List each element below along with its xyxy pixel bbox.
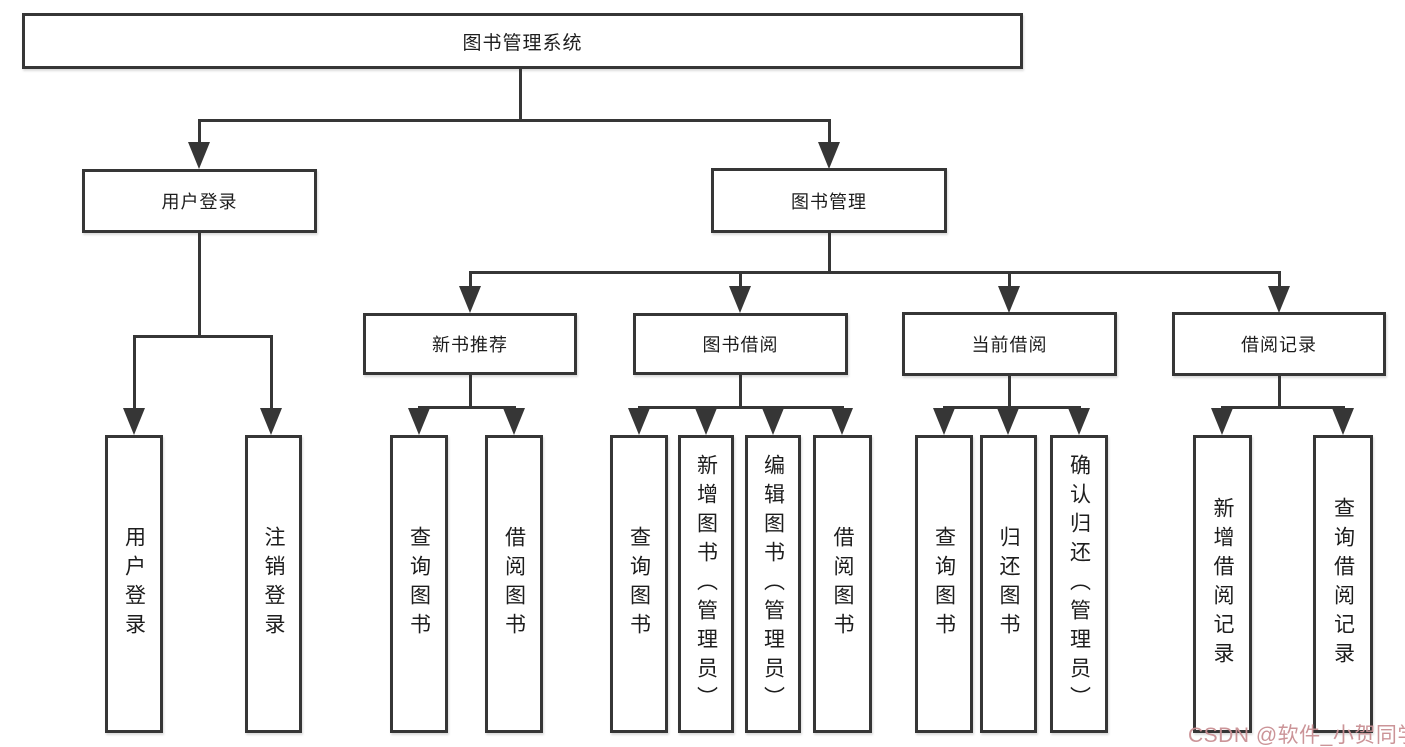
arrowhead-icon [1268, 286, 1290, 313]
node-label: 借阅记录 [1241, 335, 1317, 355]
leaf-confirm-return-admin: 确认归还（管理员） [1050, 435, 1108, 733]
arrowhead-icon [818, 142, 840, 169]
connector-line [198, 119, 201, 145]
connector-line [418, 406, 515, 409]
leaf-add-books-admin: 新增图书（管理员） [678, 435, 734, 733]
arrowhead-icon [188, 142, 210, 169]
node-label: 查询图书 [932, 526, 956, 642]
connector-line [469, 271, 472, 288]
arrowhead-icon [998, 286, 1020, 313]
leaf-return-books: 归还图书 [980, 435, 1037, 733]
node-new-book-recommendation: 新书推荐 [363, 313, 577, 375]
arrowhead-icon [1332, 408, 1354, 435]
connector-line [519, 69, 522, 120]
connector-line [1221, 406, 1344, 409]
arrowhead-icon [459, 286, 481, 313]
leaf-query-books-recommend: 查询图书 [390, 435, 448, 733]
node-root-library-system: 图书管理系统 [22, 13, 1023, 69]
arrowhead-icon [408, 408, 430, 435]
connector-line [270, 335, 273, 410]
leaf-query-books-borrowing: 查询图书 [610, 435, 668, 733]
node-label: 图书管理 [791, 191, 867, 212]
node-book-borrowing: 图书借阅 [633, 313, 848, 375]
connector-line [1008, 271, 1011, 288]
arrowhead-icon [831, 408, 853, 435]
node-book-management: 图书管理 [711, 168, 947, 233]
node-user-login: 用户登录 [82, 169, 317, 233]
node-label: 用户登录 [161, 192, 238, 212]
arrowhead-icon [1211, 408, 1233, 435]
leaf-query-books-current: 查询图书 [915, 435, 973, 733]
connector-line [469, 271, 1281, 274]
node-label: 确认归还（管理员） [1067, 453, 1091, 715]
arrowhead-icon [729, 286, 751, 313]
csdn-watermark: CSDN @软件_小贺同学 [1188, 724, 1405, 747]
arrowhead-icon [260, 408, 282, 435]
arrowhead-icon [123, 408, 145, 435]
leaf-borrow-books: 借阅图书 [813, 435, 872, 733]
connector-line [828, 119, 831, 145]
arrowhead-icon [628, 408, 650, 435]
connector-line [638, 406, 844, 409]
leaf-query-borrow-record: 查询借阅记录 [1313, 435, 1373, 733]
node-borrowing-records: 借阅记录 [1172, 312, 1386, 376]
node-label: 编辑图书（管理员） [761, 453, 785, 715]
connector-line [739, 271, 742, 288]
leaf-add-borrow-record: 新增借阅记录 [1193, 435, 1252, 733]
connector-line [1278, 376, 1281, 408]
node-label: 查询借阅记录 [1331, 497, 1355, 671]
node-label: 查询图书 [627, 526, 651, 642]
node-label: 注销登录 [262, 526, 285, 642]
connector-line [133, 335, 272, 338]
arrowhead-icon [1068, 408, 1090, 435]
arrowhead-icon [933, 408, 955, 435]
node-label: 图书借阅 [702, 335, 779, 355]
connector-line [943, 406, 1080, 409]
node-label: 借阅图书 [831, 526, 854, 642]
node-label: 新增借阅记录 [1211, 497, 1234, 671]
connector-line [828, 233, 831, 273]
arrowhead-icon [762, 408, 784, 435]
node-label: 图书管理系统 [462, 32, 583, 54]
leaf-edit-books-admin: 编辑图书（管理员） [745, 435, 801, 733]
connector-line [1008, 376, 1011, 408]
node-label: 借阅图书 [502, 526, 526, 642]
arrowhead-icon [503, 408, 525, 435]
connector-line [469, 375, 472, 408]
node-label: 查询图书 [407, 526, 431, 642]
node-label: 用户登录 [122, 526, 146, 642]
leaf-logout: 注销登录 [245, 435, 302, 733]
connector-line [133, 335, 136, 410]
node-label: 新书推荐 [432, 335, 508, 355]
connector-line [1278, 271, 1281, 288]
node-label: 归还图书 [997, 526, 1020, 642]
connector-line [198, 233, 201, 337]
leaf-user-login: 用户登录 [105, 435, 163, 733]
leaf-borrow-books-recommend: 借阅图书 [485, 435, 543, 733]
connector-line [199, 119, 831, 122]
arrowhead-icon [695, 408, 717, 435]
node-label: 新增图书（管理员） [694, 453, 718, 715]
connector-line [739, 375, 742, 408]
node-label: 当前借阅 [971, 335, 1048, 355]
arrowhead-icon [997, 408, 1019, 435]
node-current-borrowing: 当前借阅 [902, 312, 1117, 376]
